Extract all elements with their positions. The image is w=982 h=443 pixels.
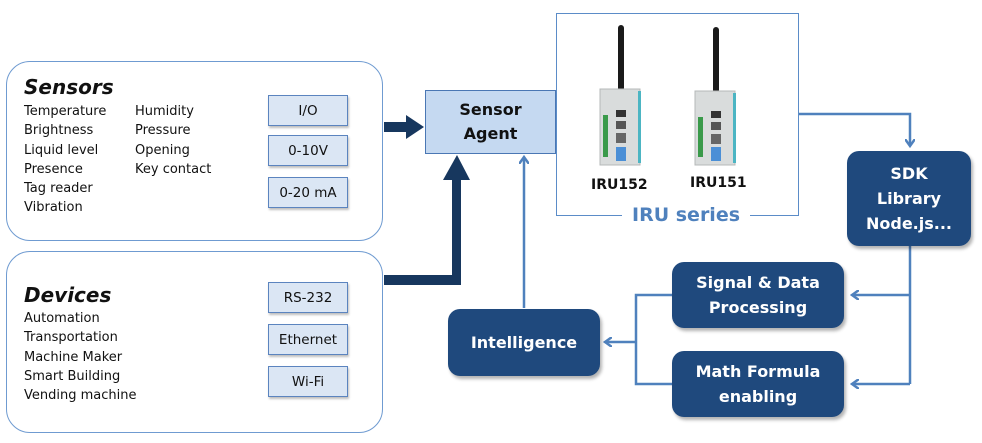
device-item: Automation	[24, 311, 100, 326]
sensor-item: Tag reader	[24, 181, 93, 197]
sensor-item: Temperature	[24, 104, 107, 119]
iru152-device-image	[599, 25, 641, 166]
device-item: Transportation	[24, 330, 118, 346]
sensor-item: Liquid level	[24, 142, 99, 158]
devices-to-agent-arrow	[384, 155, 470, 285]
intelligence-label: Intelligence	[470, 333, 578, 352]
interface-io: I/O	[268, 95, 348, 126]
device-item: Smart Building	[24, 368, 121, 384]
iru-to-sdk-arrow	[799, 112, 910, 145]
iru151-label: IRU151	[690, 175, 747, 191]
interface-rs232: RS-232	[268, 282, 348, 313]
sdk-line1: SDK	[890, 164, 928, 183]
interface-ethernet: Ethernet	[268, 324, 348, 355]
sensor-item: Humidity	[135, 104, 194, 119]
sensor-item: Pressure	[135, 123, 191, 139]
iru151-device-image	[694, 27, 736, 166]
interface-0-20ma: 0-20 mA	[268, 177, 348, 208]
sensors-list-col1: Temperature Brightness Liquid level Pres…	[24, 102, 106, 218]
sensors-title: Sensors	[24, 75, 114, 99]
sensor-item: Key contact	[135, 161, 212, 177]
interface-0-10v: 0-10V	[268, 135, 348, 166]
math-line2: enabling	[718, 387, 798, 406]
device-item: Machine Maker	[24, 349, 123, 365]
sensor-item: Presence	[24, 161, 83, 177]
math-formula-box: Math Formula enabling	[672, 351, 844, 417]
devices-title: Devices	[24, 283, 112, 307]
sensors-to-agent-arrow	[384, 115, 424, 139]
math-line1: Math Formula	[695, 362, 821, 381]
sensor-agent-line2: Agent	[463, 124, 518, 143]
sensor-item: Vibration	[24, 200, 83, 216]
sensor-item: Opening	[135, 142, 190, 158]
signal-line1: Signal & Data	[696, 273, 820, 292]
signal-math-merge-line	[634, 293, 672, 386]
sensor-agent-line1: Sensor	[459, 100, 522, 119]
intelligence-box: Intelligence	[448, 309, 600, 376]
sdk-line3: Node.js...	[865, 214, 952, 233]
interface-wifi: Wi-Fi	[268, 366, 348, 397]
iru152-label: IRU152	[591, 177, 648, 193]
signal-line2: Processing	[708, 298, 808, 317]
devices-list: Automation Transportation Machine Maker …	[24, 309, 136, 405]
sensor-item: Brightness	[24, 123, 94, 139]
device-item: Vending machine	[24, 388, 137, 404]
sdk-line2: Library	[876, 189, 942, 208]
iru-series-label: IRU series	[622, 204, 751, 226]
sensors-list-col2: Humidity Pressure Opening Key contact	[135, 102, 211, 179]
